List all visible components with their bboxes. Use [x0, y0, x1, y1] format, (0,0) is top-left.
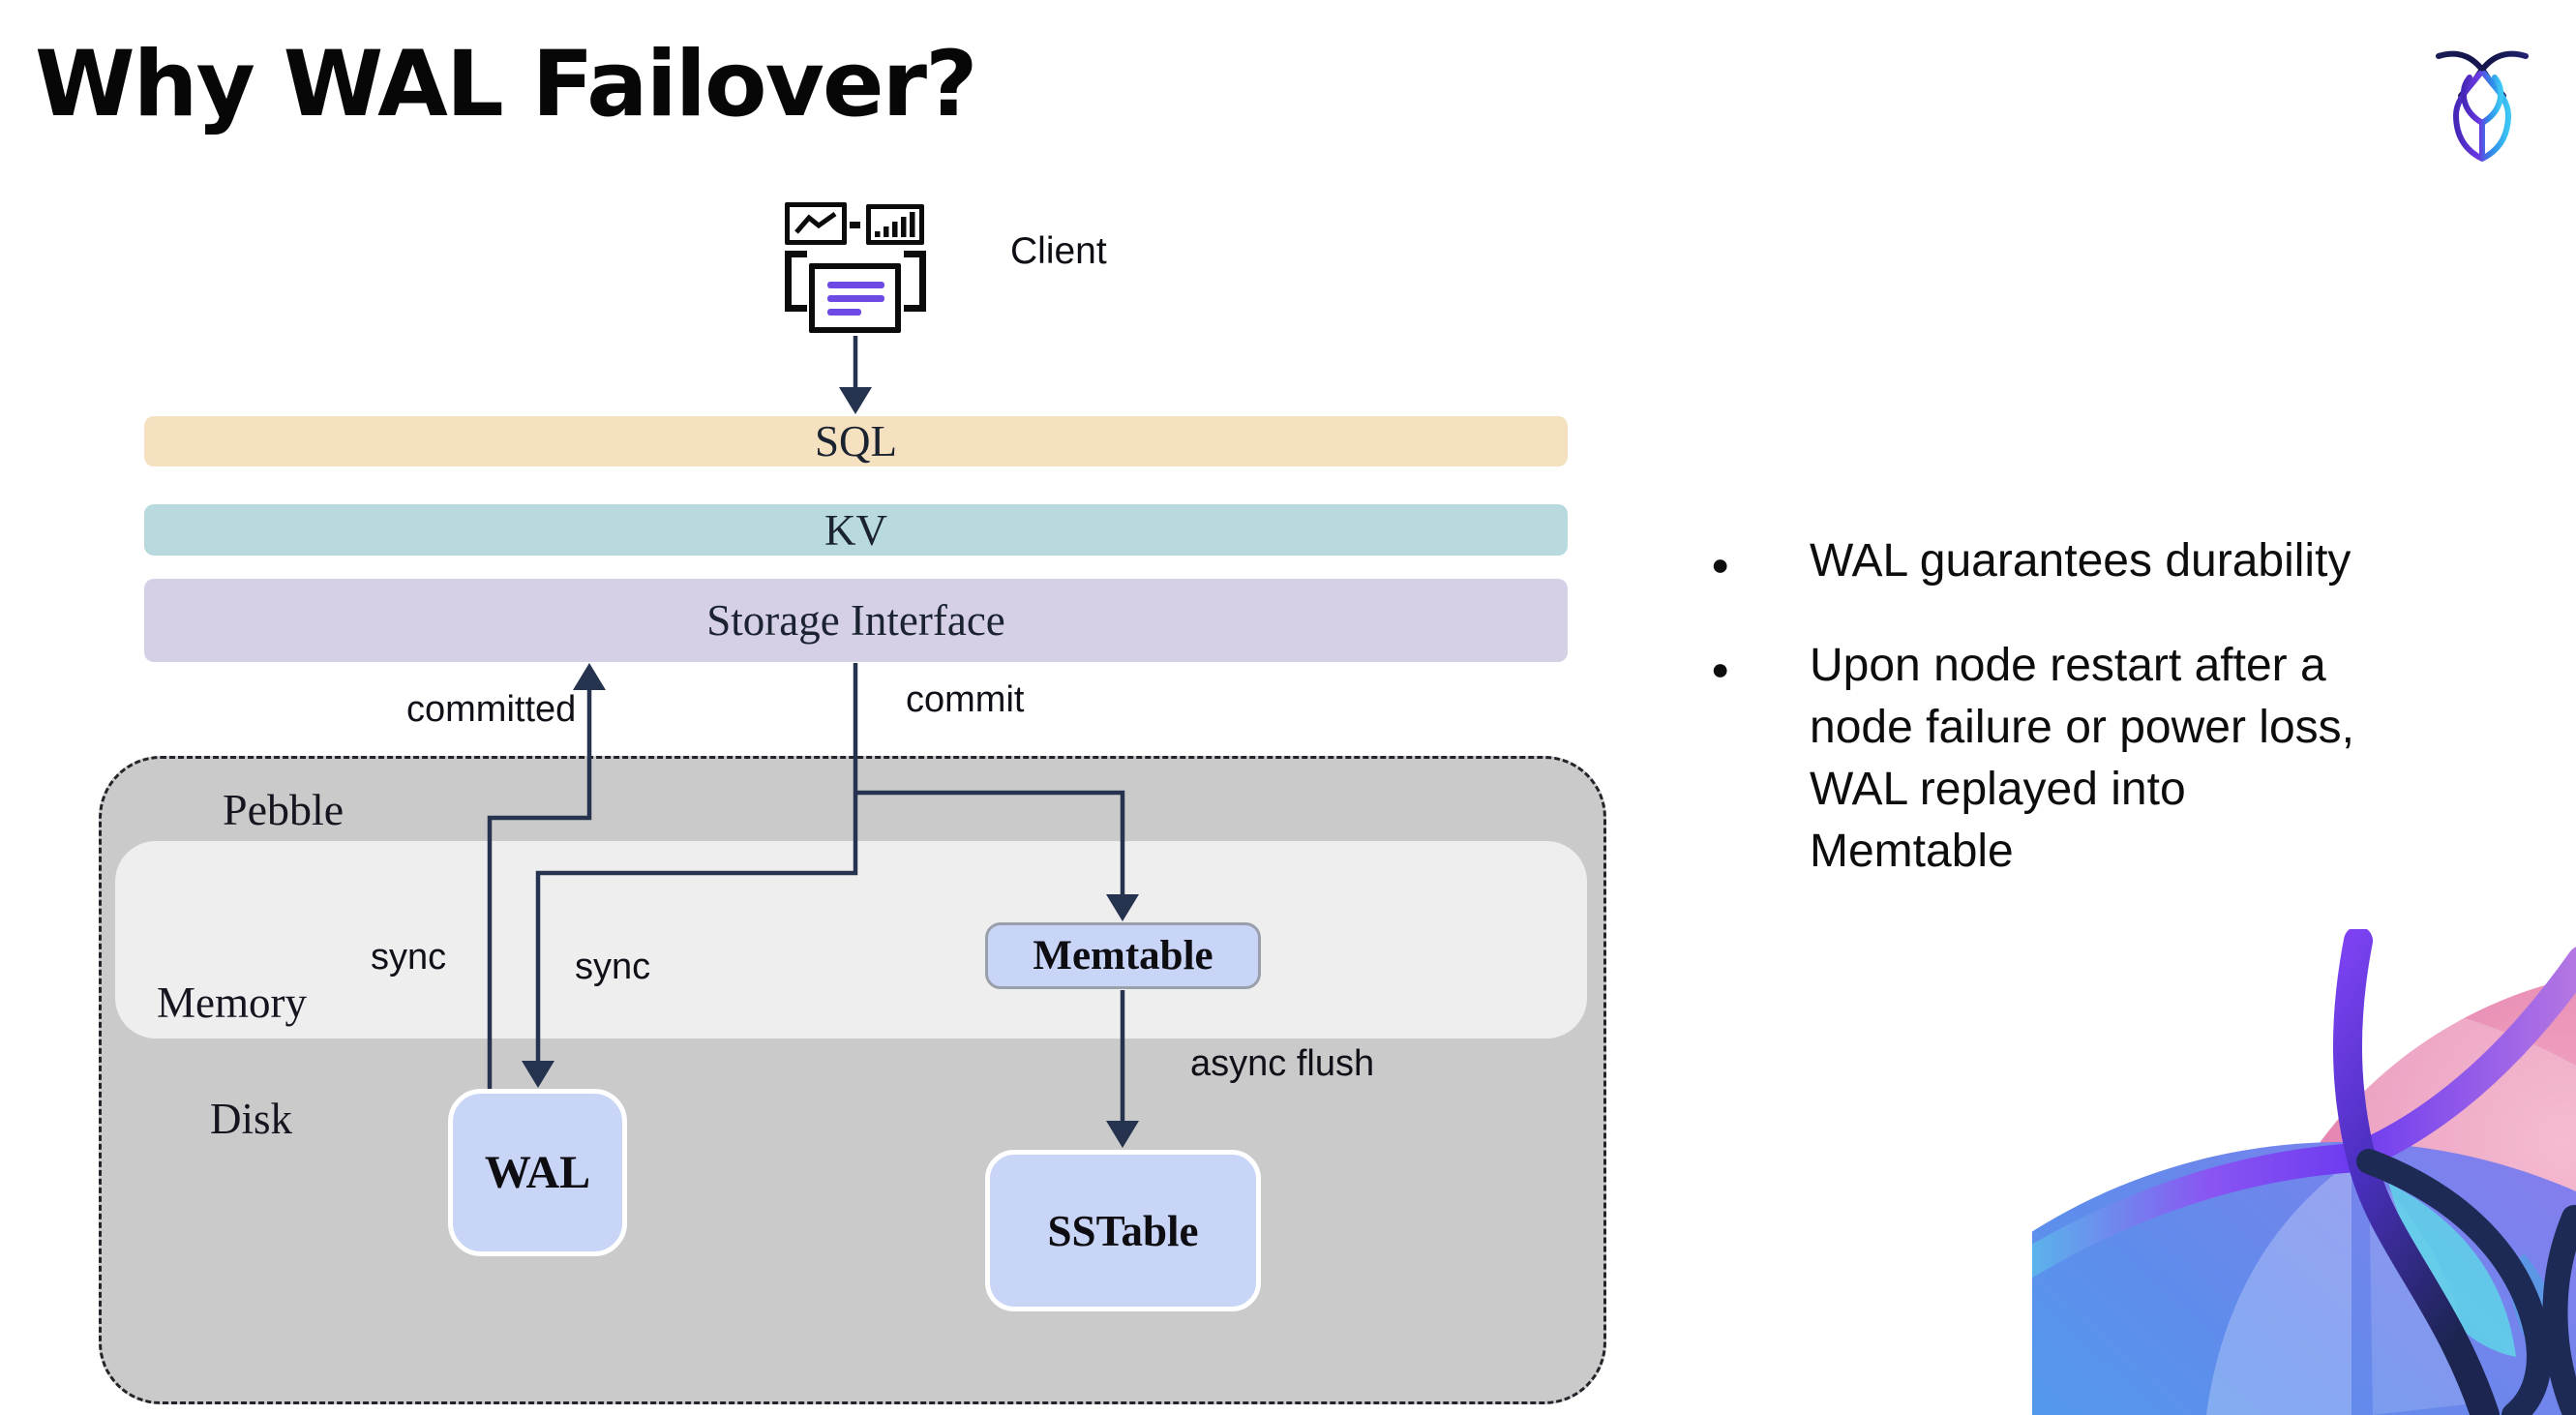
- edge-label-commit: commit: [906, 679, 1025, 720]
- edge-label-sync-left: sync: [371, 937, 447, 978]
- pebble-label: Pebble: [223, 785, 344, 834]
- layer-kv-label: KV: [824, 505, 887, 555]
- right-bracket-icon: [904, 251, 926, 312]
- wal-node: WAL: [448, 1089, 627, 1256]
- memtable-label: Memtable: [1033, 933, 1213, 978]
- bullet-item: WAL guarantees durability: [1686, 530, 2363, 595]
- client-icon: [785, 202, 930, 340]
- doc-line: [827, 295, 884, 302]
- layer-storage-interface-label: Storage Interface: [706, 596, 1005, 645]
- line-chart-icon: [785, 202, 847, 245]
- edge-label-async-flush: async flush: [1190, 1043, 1375, 1084]
- cockroach-brand-art: [2032, 929, 2576, 1415]
- client-label: Client: [1010, 230, 1107, 272]
- connector-dash: [850, 222, 860, 228]
- disk-label: Disk: [210, 1095, 293, 1143]
- document-icon: [809, 263, 901, 333]
- memory-label: Memory: [157, 978, 307, 1027]
- left-bracket-icon: [785, 251, 807, 312]
- doc-line: [827, 309, 861, 316]
- edge-label-committed: committed: [406, 689, 577, 730]
- page-title: Why WAL Failover?: [35, 32, 978, 137]
- layer-kv: KV: [144, 504, 1568, 556]
- doc-line: [827, 282, 884, 288]
- cockroachdb-logo-icon: [2436, 50, 2529, 162]
- layer-storage-interface: Storage Interface: [144, 579, 1568, 662]
- bullet-item: Upon node restart after a node failure o…: [1686, 635, 2363, 883]
- bar-chart-icon: [866, 204, 924, 245]
- bullet-list: WAL guarantees durability Upon node rest…: [1686, 530, 2363, 883]
- wal-label: WAL: [484, 1147, 591, 1198]
- layer-sql: SQL: [144, 416, 1568, 467]
- edge-label-sync-right: sync: [575, 947, 651, 987]
- layer-sql-label: SQL: [814, 417, 897, 466]
- memory-region: [115, 841, 1587, 1039]
- memtable-node: Memtable: [985, 922, 1261, 989]
- sstable-node: SSTable: [985, 1150, 1261, 1311]
- sstable-label: SSTable: [1047, 1206, 1199, 1255]
